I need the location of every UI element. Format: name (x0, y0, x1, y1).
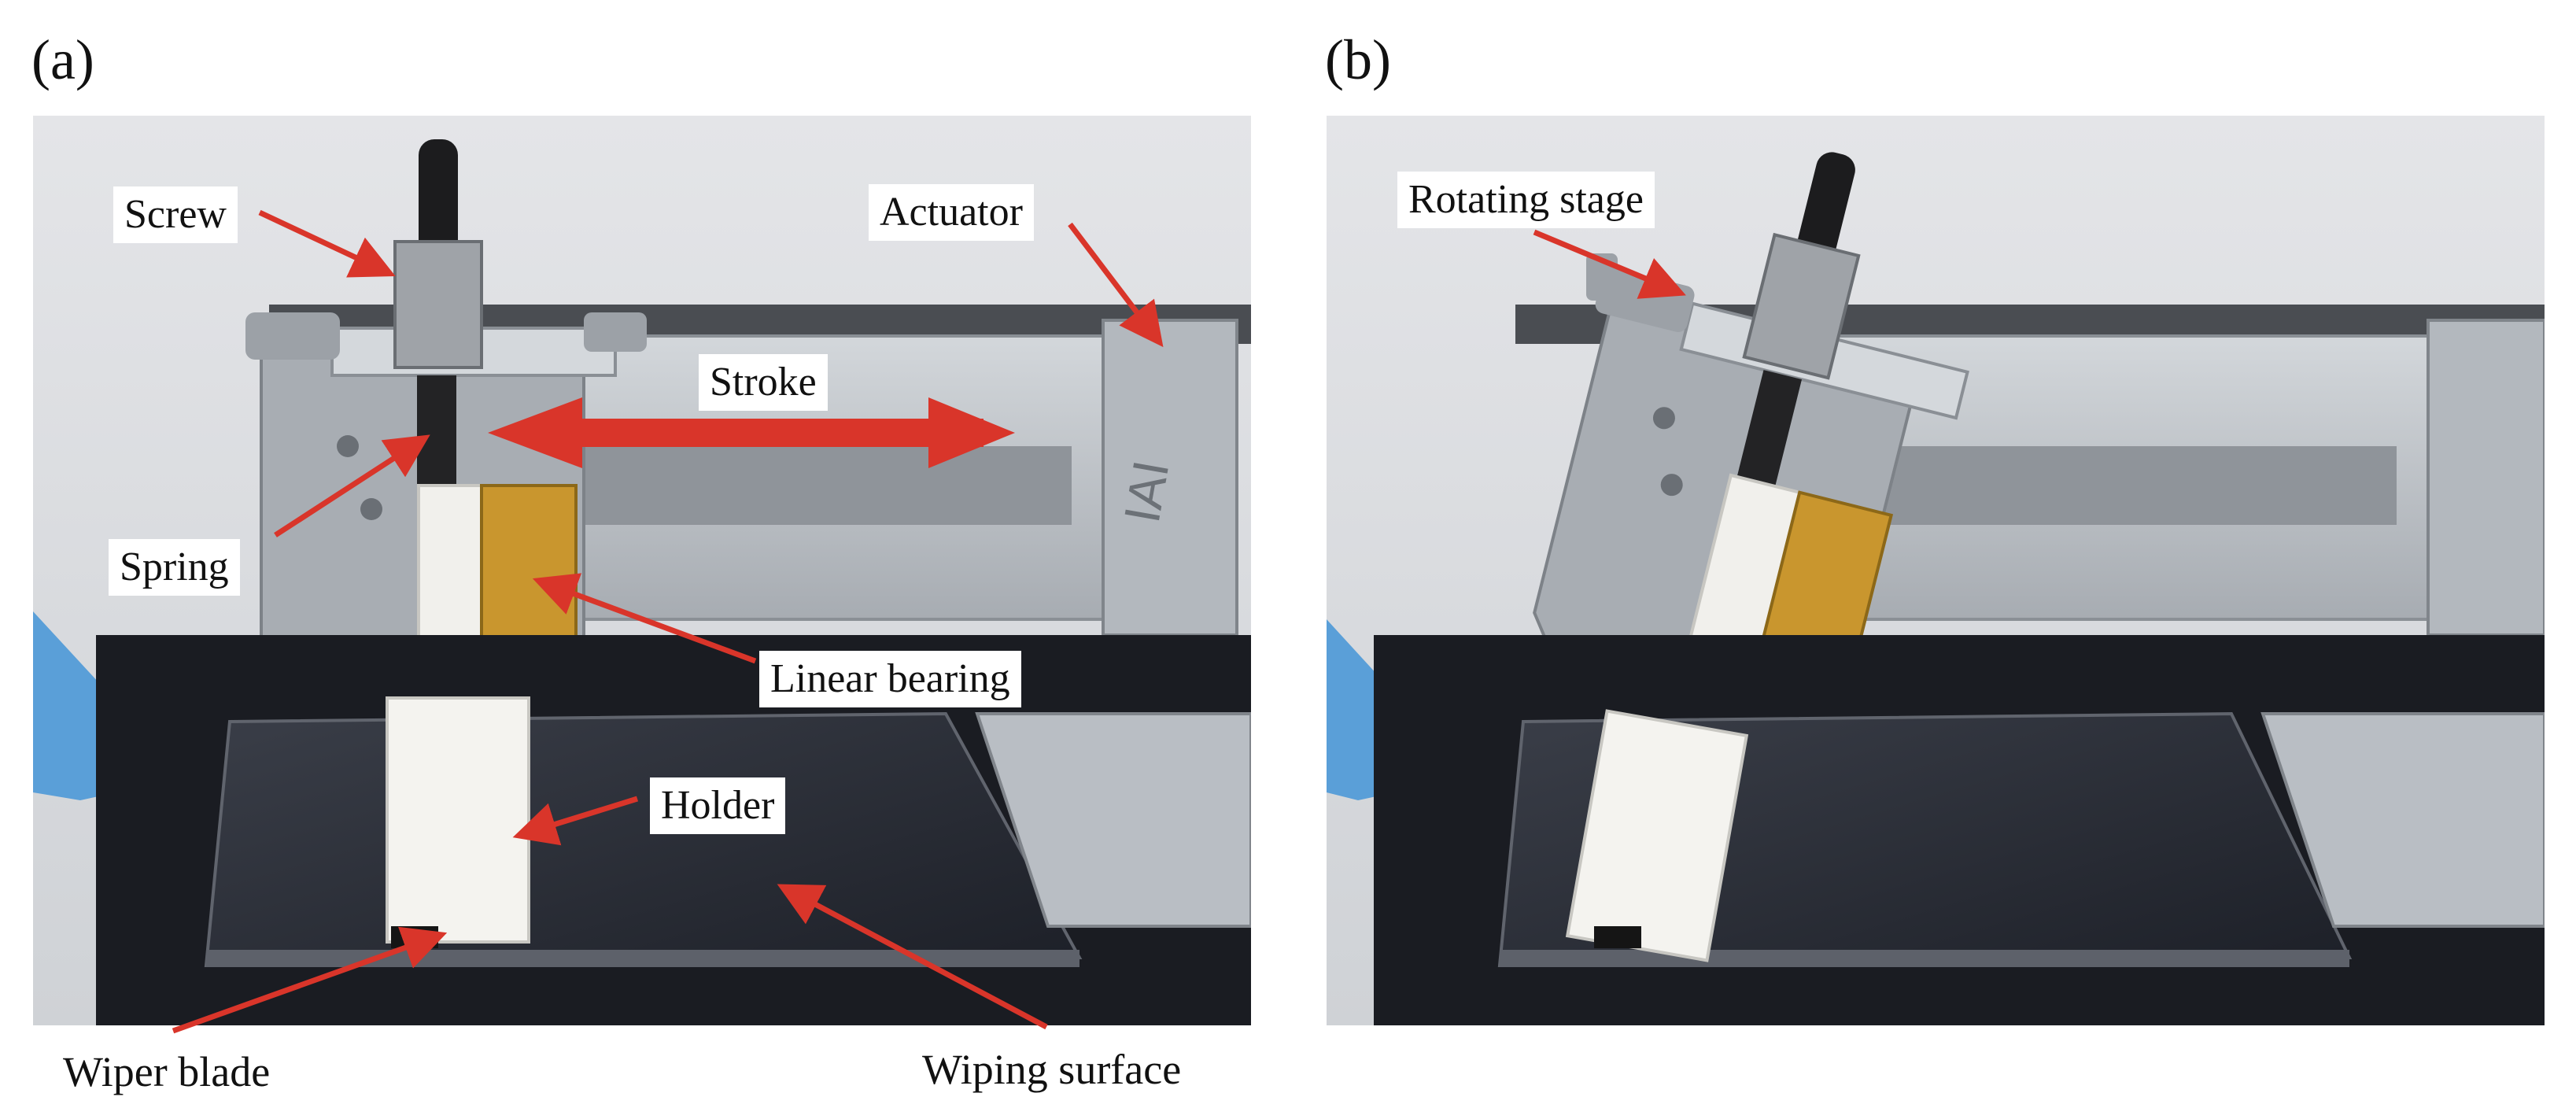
panel-label-a: (a) (31, 28, 94, 91)
label-holder: Holder (650, 777, 786, 834)
label-actuator: Actuator (869, 184, 1034, 241)
plate-screw (1660, 474, 1683, 497)
plate-screw (1652, 407, 1675, 430)
holder-block (386, 696, 530, 944)
side-plate (975, 712, 1251, 928)
micrometer-knob (584, 312, 647, 352)
photo-b (1327, 116, 2545, 1025)
label-spring: Spring (109, 539, 240, 596)
actuator-logo: IAI (1113, 456, 1179, 527)
screw-thread (393, 240, 483, 369)
wiper-blade (391, 926, 438, 948)
plate-screw (337, 435, 359, 457)
glass-front-edge (1500, 950, 2349, 967)
screw-thread (1742, 232, 1861, 380)
panel-label-b: (b) (1325, 28, 1391, 91)
micrometer-knob (245, 312, 340, 360)
label-wiper-blade: Wiper blade (63, 1048, 271, 1095)
actuator-end (2427, 319, 2545, 637)
label-linear-bearing: Linear bearing (759, 651, 1021, 707)
label-wiping-surface: Wiping surface (922, 1046, 1182, 1093)
label-screw: Screw (113, 186, 238, 243)
label-stroke: Stroke (699, 354, 828, 411)
rotating-stage-knob (1586, 253, 1618, 301)
wiper-blade (1594, 926, 1641, 948)
label-rotating-stage: Rotating stage (1397, 172, 1655, 228)
plate-screw (360, 498, 382, 520)
actuator-end (1102, 319, 1238, 637)
side-plate (2260, 712, 2545, 928)
glass-front-edge (206, 950, 1079, 967)
glass-plate (204, 711, 1083, 968)
